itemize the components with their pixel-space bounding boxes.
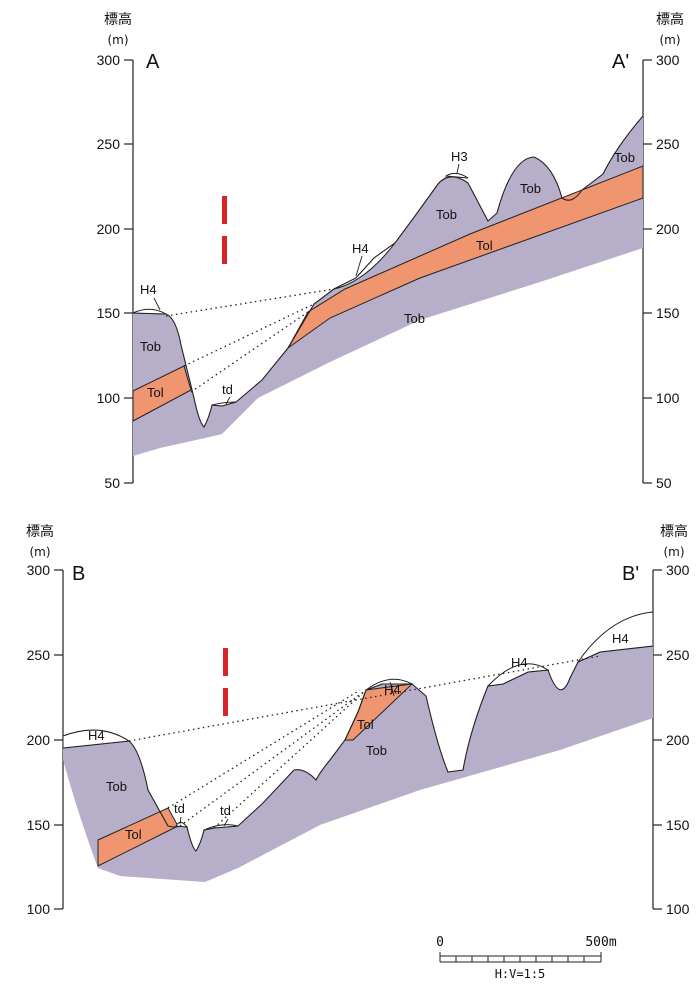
section-a-left-axis-unit: (m) [107, 33, 128, 47]
section-b-td2-deposit [203, 824, 239, 831]
section-a-left-tick-label: 100 [97, 390, 121, 406]
section-b-unit-label: Tob [366, 743, 387, 758]
section-a-fault-mark [222, 236, 227, 264]
section-a-right-tick-label: 300 [656, 52, 680, 68]
section-b-correlation-lines [128, 655, 601, 829]
section-b-left-tick-label: 150 [27, 817, 51, 833]
section-a-tol-band-left [132, 365, 192, 422]
section-a-right-endpoint-label: A' [612, 51, 629, 73]
section-a-left-tick-label: 50 [104, 475, 120, 491]
section-b-right-axis-unit: (m) [663, 545, 684, 559]
section-b-h4-left-deposit [62, 729, 131, 749]
section-b-h4-right1-deposit [486, 663, 550, 687]
section-a-unit-label: Tob [614, 150, 635, 165]
section-b: 標高 (m) 300 250 200 150 100 標高 (m) 300 25… [26, 523, 690, 917]
section-a-left-axis [124, 59, 134, 484]
section-b-right-axis-title: 標高 [660, 523, 688, 540]
section-a-h3-deposit [444, 172, 469, 179]
section-b-left-tick-label: 250 [27, 647, 51, 663]
section-a-right-tick-label: 250 [656, 136, 680, 152]
section-a-leader-lines [153, 163, 460, 405]
section-b-left-endpoint-label: B [72, 563, 85, 585]
section-b-right-tick-label: 250 [666, 647, 690, 663]
section-b-left-tick-label: 100 [27, 901, 51, 917]
section-a-right-tick-label: 200 [656, 221, 680, 237]
section-b-unit-label: H4 [612, 631, 629, 646]
section-b-unit-label: td [220, 803, 231, 818]
section-a-h4-mid-deposit [333, 242, 396, 290]
section-b-right-tick-label: 200 [666, 732, 690, 748]
section-b-h4-mid-deposit [365, 678, 413, 691]
section-a-unit-label: Tob [436, 207, 457, 222]
section-b-right-axis [652, 569, 662, 910]
section-b-unit-label: td [174, 801, 185, 816]
section-b-unit-label: H4 [384, 682, 401, 697]
section-b-td1-deposit [175, 821, 189, 828]
section-a-right-axis [642, 59, 652, 484]
section-b-unit-label: H4 [511, 655, 528, 670]
section-a-left-tick-label: 300 [97, 52, 121, 68]
section-a-unit-label: H4 [352, 241, 369, 256]
section-a-unit-label: td [222, 382, 233, 397]
section-a-fault-mark [222, 196, 227, 224]
section-b-unit-label: Tol [357, 717, 374, 732]
section-b-fault-mark [223, 648, 228, 676]
section-a-left-endpoint-label: A [146, 51, 160, 73]
section-b-fault-mark [223, 688, 228, 716]
section-b-terrain-profile [62, 645, 654, 852]
section-b-tob-body [63, 646, 653, 882]
section-b-left-axis-title: 標高 [26, 523, 54, 540]
scale-bar: 0 500m H:V=1:5 [436, 935, 617, 981]
scale-bar-end-label: 500m [585, 935, 616, 950]
scale-bar-start-label: 0 [436, 935, 444, 950]
section-b-left-axis [54, 569, 64, 910]
section-b-right-tick-label: 100 [666, 901, 690, 917]
section-a-left-tick-label: 150 [97, 305, 121, 321]
section-b-leader-lines [179, 681, 395, 827]
section-b-right-tick-label: 300 [666, 562, 690, 578]
section-b-right-tick-label: 150 [666, 817, 690, 833]
section-a-unit-label: Tol [147, 385, 164, 400]
section-b-h4-right2-deposit [576, 611, 654, 664]
section-b-unit-label: Tob [106, 779, 127, 794]
section-a-unit-label: H4 [140, 282, 157, 297]
section-a-left-tick-label: 200 [97, 221, 121, 237]
section-a-h4-left-deposit [132, 308, 167, 315]
section-b-left-tick-label: 200 [27, 732, 51, 748]
section-b-right-endpoint-label: B' [622, 563, 639, 585]
section-a-unit-label: Tol [476, 238, 493, 253]
scale-bar-ruler [439, 952, 602, 963]
section-a-right-axis-unit: (m) [659, 33, 680, 47]
section-a-right-axis-title: 標高 [656, 11, 684, 28]
section-b-left-axis-unit: (m) [29, 545, 50, 559]
section-b-unit-label: H4 [88, 728, 105, 743]
section-a-right-tick-label: 150 [656, 305, 680, 321]
section-b-unit-label: Tol [125, 827, 142, 842]
section-a-right-tick-label: 50 [656, 475, 672, 491]
section-a-unit-label: Tob [404, 311, 425, 326]
section-a-right-tick-label: 100 [656, 390, 680, 406]
section-a-tol-band-main [287, 165, 644, 349]
section-a-unit-label: Tob [140, 339, 161, 354]
section-a: 標高 (m) 300 250 200 150 100 50 標高 (m) 300… [97, 11, 684, 491]
section-a-unit-label: H3 [451, 149, 468, 164]
section-a-correlation-lines [165, 288, 335, 393]
section-b-left-tick-label: 300 [27, 562, 51, 578]
section-a-left-axis-title: 標高 [104, 11, 132, 28]
section-a-unit-label: Tob [520, 181, 541, 196]
scale-bar-ratio-label: H:V=1:5 [495, 967, 546, 981]
section-a-left-tick-label: 250 [97, 136, 121, 152]
